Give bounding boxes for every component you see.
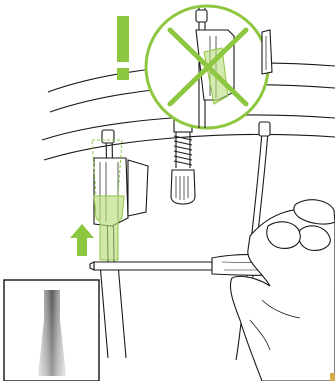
corner-mark: [330, 373, 335, 381]
up-arrow-icon: [70, 224, 94, 256]
inset-detail: [4, 280, 99, 381]
connector-body: [171, 170, 195, 204]
hand-finger-2: [267, 222, 301, 249]
spring-connector: [171, 118, 195, 204]
left-cable-clip: [102, 130, 114, 143]
side-housing: [128, 160, 148, 216]
callout-right-part: [262, 30, 272, 74]
screwdriver-shaft: [94, 262, 212, 270]
right-cable-clip: [259, 122, 270, 136]
incorrect-callout: [146, 6, 272, 128]
callout-clip: [196, 10, 207, 22]
hand: [230, 200, 335, 381]
exclamation-icon: [117, 16, 129, 80]
